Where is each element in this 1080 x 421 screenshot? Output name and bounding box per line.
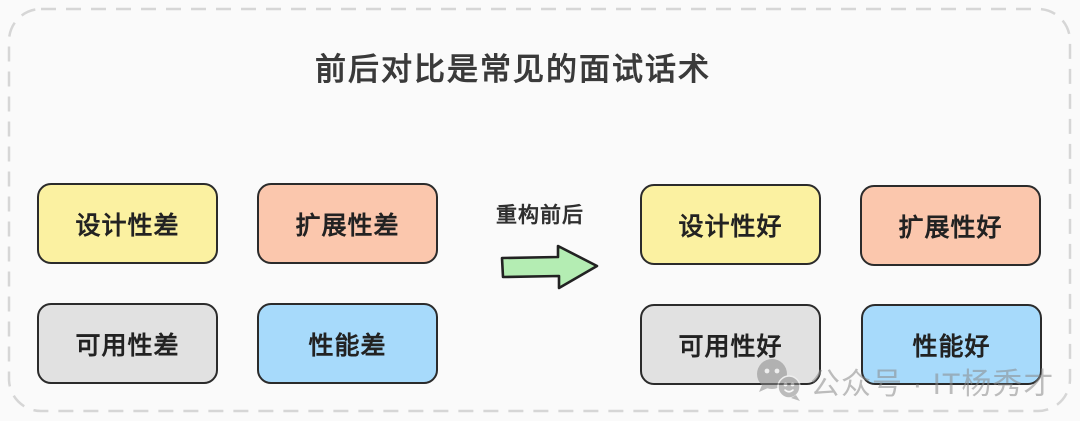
right-arrow-shape bbox=[500, 244, 599, 290]
before-box-design: 设计性差 bbox=[37, 183, 218, 264]
watermark: 公众号 · IT杨秀才 bbox=[752, 356, 1054, 406]
before-box-performance: 性能差 bbox=[257, 303, 438, 384]
transition-label: 重构前后 bbox=[496, 204, 584, 227]
after-box-design-label: 设计性好 bbox=[678, 212, 783, 241]
after-box-extensibility: 扩展性好 bbox=[860, 185, 1041, 266]
after-box-design: 设计性好 bbox=[640, 184, 821, 265]
before-box-performance-label: 性能差 bbox=[308, 331, 387, 360]
diagram-title: 前后对比是常见的面试话术 bbox=[315, 52, 711, 87]
before-box-availability: 可用性差 bbox=[37, 303, 218, 384]
before-box-design-label: 设计性差 bbox=[75, 211, 180, 240]
after-box-extensibility-label: 扩展性好 bbox=[898, 213, 1003, 242]
after-box-performance: 性能好 bbox=[861, 304, 1042, 385]
before-box-availability-label: 可用性差 bbox=[75, 331, 180, 360]
right-arrow-icon bbox=[500, 244, 599, 290]
before-box-extensibility: 扩展性差 bbox=[257, 183, 438, 264]
after-box-availability: 可用性好 bbox=[640, 304, 821, 385]
wechat-icon bbox=[757, 359, 801, 401]
before-box-extensibility-label: 扩展性差 bbox=[295, 211, 400, 240]
watermark-text: 公众号 · IT杨秀才 bbox=[810, 368, 1055, 401]
after-box-availability-label: 可用性好 bbox=[678, 332, 783, 361]
after-box-performance-label: 性能好 bbox=[912, 332, 991, 361]
